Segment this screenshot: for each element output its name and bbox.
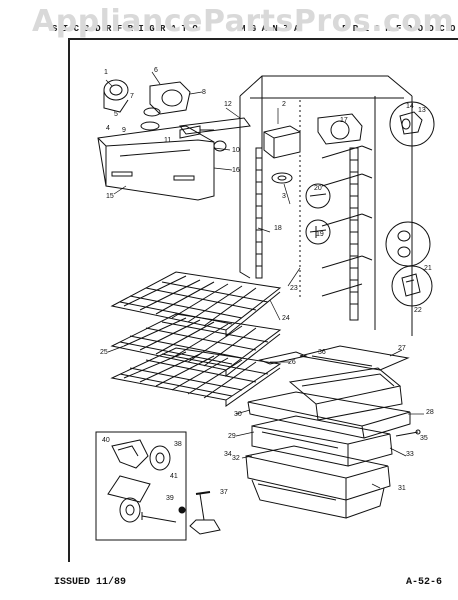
callout-15: 15 (106, 193, 114, 200)
control-housing (97, 125, 215, 201)
cabinet-liner (239, 75, 413, 336)
callout-41: 41 (170, 473, 178, 480)
callout-28: 28 (426, 409, 434, 416)
shelf-rail-left (255, 147, 263, 279)
callout-37: 37 (220, 489, 228, 496)
shelf-rail-right (349, 147, 359, 321)
wire-shelf-top (110, 271, 282, 338)
callout-40: 40 (102, 437, 110, 444)
light-shield (317, 113, 363, 145)
detail-circle-19 (305, 219, 331, 245)
callout-32: 32 (232, 455, 240, 462)
bracket-41 (107, 475, 151, 503)
roller-38-top (149, 445, 171, 471)
inset-bracket-top-right (389, 101, 435, 147)
callout-29: 29 (228, 433, 236, 440)
page-header: S I C & D R F R I G R A T O M G A N Z A … (52, 22, 458, 36)
header-center: M G A N Z A (240, 24, 300, 34)
inset-detail-box (95, 431, 187, 541)
callout-3: 3 (282, 193, 286, 200)
crisper-frame-26 (258, 351, 308, 365)
callout-17: 17 (340, 117, 348, 124)
callout-30: 30 (234, 411, 242, 418)
callout-31: 31 (398, 485, 406, 492)
roller-38-bottom (119, 497, 141, 523)
callout-labels: 1 2 3 4 5 6 7 8 9 10 11 12 14 13 15 16 1… (100, 67, 434, 502)
header-left: S I C & D R F R I G R A T O (52, 24, 198, 34)
callout-34: 34 (224, 451, 232, 458)
header-right: F R E S H F O O D C O M P A R T M E N T (342, 24, 458, 34)
switch-box (263, 125, 301, 159)
callout-12: 12 (224, 101, 232, 108)
crisper-cover-glass (299, 345, 410, 371)
thermostat (103, 79, 129, 113)
crisper-pan-frame (247, 391, 411, 439)
callout-14: 14 (406, 103, 414, 110)
callout-22: 22 (414, 307, 422, 314)
callout-23: 23 (290, 285, 298, 292)
damper-knob (271, 172, 293, 184)
knob-and-bulb (140, 121, 227, 152)
wire-shelf-bottom (110, 347, 282, 407)
callout-24: 24 (282, 315, 290, 322)
roller-bracket-40 (111, 439, 149, 469)
detail-circle-20 (305, 183, 331, 209)
callout-35: 35 (420, 435, 428, 442)
crisper-drawer-upper (288, 367, 403, 421)
top-bracket (179, 117, 251, 135)
diagram-frame (68, 38, 458, 562)
leveler-leg-37 (178, 491, 221, 535)
callout-33: 33 (406, 451, 414, 458)
inset-bracket-21 (391, 265, 433, 307)
callout-27: 27 (398, 345, 406, 352)
callout-1: 1 (104, 69, 108, 76)
callout-6: 6 (154, 67, 158, 74)
leader-lines (105, 71, 424, 489)
issued-date: ISSUED 11/89 (54, 577, 127, 588)
callout-38: 38 (174, 441, 182, 448)
callout-21: 21 (424, 265, 432, 272)
callout-26: 26 (288, 359, 296, 366)
callout-18: 18 (274, 225, 282, 232)
callout-11: 11 (164, 137, 171, 144)
callout-20: 20 (314, 185, 322, 192)
callout-8: 8 (202, 89, 206, 96)
callout-39: 39 (166, 495, 174, 502)
callout-4: 4 (106, 125, 110, 132)
callout-25: 25 (100, 349, 108, 356)
callout-36: 36 (318, 349, 326, 356)
drawer-slide-35 (395, 429, 421, 437)
callout-13: 13 (418, 107, 426, 114)
shelf-supports (321, 145, 373, 297)
meat-drawer (245, 445, 391, 519)
callout-10: 10 (232, 147, 240, 154)
callout-5: 5 (114, 111, 118, 118)
page-code: A-52-6 (406, 577, 443, 588)
wire-shelf-middle (110, 313, 282, 378)
callout-19: 19 (316, 231, 324, 238)
callout-9: 9 (122, 127, 126, 134)
callout-2: 2 (282, 101, 286, 108)
callout-7: 7 (130, 93, 134, 100)
screw-39 (141, 512, 177, 523)
inset-roller (385, 221, 431, 267)
crisper-drawer-front (251, 415, 393, 467)
light-socket (143, 81, 191, 117)
callout-16: 16 (232, 167, 240, 174)
